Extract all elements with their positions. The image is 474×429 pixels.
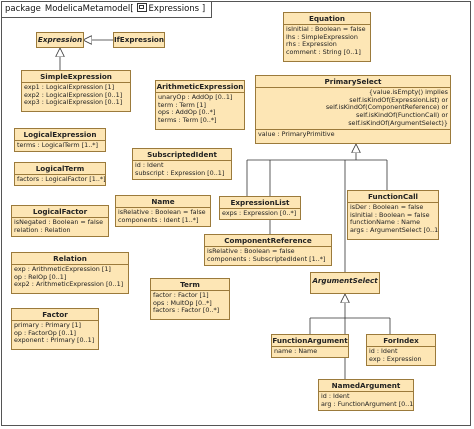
class-name-metaclass[interactable]: Name isRelative : Boolean = false compon…	[115, 195, 211, 227]
attribute: exp2 : LogicalExpression [0..1]	[24, 90, 123, 99]
class-name: FunctionArgument	[272, 336, 348, 347]
attribute: ops : AddOp [0..*]	[158, 108, 216, 117]
attribute: subscript : Expression [0..1]	[135, 168, 225, 177]
class-name: ArithmeticExpression	[156, 82, 244, 93]
class-name: Relation	[12, 253, 128, 265]
attribute: factors : LogicalFactor [1..*]	[17, 175, 106, 183]
class-componentreference[interactable]: ComponentReference isRelative : Boolean …	[204, 234, 332, 266]
class-arithmeticexpression[interactable]: ArithmeticExpression unaryOp : AddOp [0.…	[155, 80, 245, 130]
class-name: SimpleExpression	[22, 71, 130, 83]
attribute: relation : Relation	[14, 225, 71, 234]
class-forindex[interactable]: ForIndex id : Ident exp : Expression	[366, 334, 436, 366]
constraint-line: self.isKindOf(ExpressionList) or	[349, 95, 448, 104]
attribute: terms : Term [0..*]	[158, 116, 217, 125]
class-simpleexpression[interactable]: SimpleExpression exp1 : LogicalExpressio…	[21, 70, 131, 112]
class-name: FunctionCall	[348, 191, 438, 203]
attribute: exp : ArithmeticExpression [1]	[14, 265, 111, 273]
class-name: LogicalFactor	[12, 206, 108, 218]
diagram-name: Expressions	[148, 4, 200, 14]
class-logicalexpression[interactable]: LogicalExpression terms : LogicalTerm [1…	[14, 128, 106, 152]
class-primaryselect[interactable]: PrimarySelect {value.isEmpty() implies s…	[255, 75, 451, 144]
class-name: ArgumentSelect	[312, 276, 378, 285]
diagram-icon	[136, 3, 147, 12]
class-name: LogicalExpression	[15, 129, 105, 141]
attribute: id : Ident	[369, 347, 398, 355]
class-name: PrimarySelect	[256, 76, 450, 88]
class-factor[interactable]: Factor primary : Primary [1] op : Factor…	[11, 308, 99, 350]
class-name: Term	[151, 279, 229, 291]
class-relation[interactable]: Relation exp : ArithmeticExpression [1] …	[11, 252, 129, 294]
attribute: exp : Expression	[369, 354, 422, 363]
attribute: components : Ident [1..*]	[118, 215, 199, 224]
class-argumentselect[interactable]: ArgumentSelect	[310, 272, 380, 294]
attribute: op : RelOp [0..1]	[14, 272, 67, 281]
class-name: SubscriptedIdent	[133, 149, 231, 161]
class-name: NamedArgument	[319, 380, 413, 392]
constraint-line: self.isKindOf(FunctionCall) or	[356, 111, 448, 120]
attribute: functionName : Name	[350, 218, 421, 227]
attribute: isDer : Boolean = false	[350, 203, 424, 211]
class-term[interactable]: Term factor : Factor [1] ops : MultOp [0…	[150, 278, 230, 320]
attribute: isRelative : Boolean = false	[118, 208, 206, 216]
class-name: ForIndex	[367, 335, 435, 347]
attribute: id : Ident	[135, 161, 164, 169]
class-name: Factor	[12, 309, 98, 321]
attribute: name : Name	[274, 347, 318, 355]
attribute: exp3 : LogicalExpression [0..1]	[24, 98, 123, 107]
package-path: ModelicaMetamodel[	[44, 4, 134, 14]
attribute: factor : Factor [1]	[153, 291, 209, 299]
attribute: isInitial : Boolean = false	[286, 25, 366, 33]
attribute: comment : String [0..1]	[286, 48, 361, 57]
attribute: exps : Expression [0..*]	[222, 209, 297, 217]
attribute: exp1 : LogicalExpression [1]	[24, 83, 115, 91]
attribute: lhs : SimpleExpression	[286, 32, 358, 41]
class-logicalterm[interactable]: LogicalTerm factors : LogicalFactor [1..…	[14, 162, 106, 186]
class-functionargument[interactable]: FunctionArgument name : Name	[271, 334, 349, 358]
attribute: isRelative : Boolean = false	[207, 247, 295, 255]
class-expression[interactable]: Expression	[36, 32, 84, 48]
attribute: terms : LogicalTerm [1..*]	[17, 141, 98, 149]
class-name: Equation	[284, 13, 370, 25]
class-name: Expression	[37, 35, 83, 44]
constraint-line: {value.isEmpty() implies	[368, 88, 448, 96]
attribute: primary : Primary [1]	[14, 321, 82, 329]
constraint-line: self.isKindOf(ArgumentSelect)}	[348, 118, 448, 127]
class-name: IfExpression	[114, 35, 164, 44]
class-name: Name	[116, 196, 210, 208]
class-subscriptedident[interactable]: SubscriptedIdent id : Ident subscript : …	[132, 148, 232, 180]
package-close: ]	[201, 4, 206, 14]
attribute: unaryOp : AddOp [0..1]	[158, 93, 233, 101]
attribute: op : FactorOp [0..1]	[14, 328, 77, 337]
attribute: exp2 : ArithmeticExpression [0..1]	[14, 280, 124, 289]
class-namedargument[interactable]: NamedArgument id : Ident arg : FunctionA…	[318, 379, 414, 411]
class-name: ComponentReference	[205, 235, 331, 247]
constraint-line: self.isKindOf(ComponentReference) or	[325, 103, 448, 112]
attribute: isInitial : Boolean = false	[350, 210, 430, 219]
attribute: isNegated : Boolean = false	[14, 218, 103, 226]
attribute: args : ArgumentSelect [0..1]	[350, 226, 439, 235]
class-functioncall[interactable]: FunctionCall isDer : Boolean = false isI…	[347, 190, 439, 240]
attribute: components : SubscriptedIdent [1..*]	[207, 254, 326, 263]
class-logicalfactor[interactable]: LogicalFactor isNegated : Boolean = fals…	[11, 205, 109, 237]
class-name: ExpressionList	[220, 197, 300, 209]
class-equation[interactable]: Equation isInitial : Boolean = false lhs…	[283, 12, 371, 62]
attribute: arg : FunctionArgument [0..1]	[321, 399, 414, 408]
attribute: ops : MultOp [0..*]	[153, 298, 212, 307]
attribute: factors : Factor [0..*]	[153, 306, 220, 315]
attribute: value : PrimaryPrimitive	[258, 129, 335, 138]
package-keyword: package	[5, 4, 41, 14]
class-expressionlist[interactable]: ExpressionList exps : Expression [0..*]	[219, 196, 301, 220]
class-name: LogicalTerm	[15, 163, 105, 175]
class-ifexpression[interactable]: IfExpression	[113, 32, 165, 48]
attribute: id : Ident	[321, 392, 350, 400]
attribute: term : Term [1]	[158, 100, 206, 109]
attribute: exponent : Primary [0..1]	[14, 336, 95, 345]
attribute: rhs : Expression	[286, 40, 337, 49]
